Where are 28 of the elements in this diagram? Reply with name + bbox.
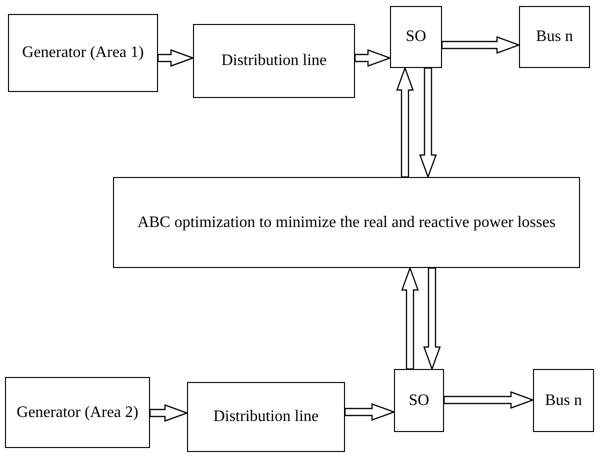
process-box xyxy=(193,24,355,98)
process-box xyxy=(394,369,444,432)
process-box xyxy=(519,6,590,68)
hollow-arrow xyxy=(396,66,414,178)
process-box xyxy=(8,14,158,92)
process-box xyxy=(390,6,442,68)
box-label: Generator (Area 2) xyxy=(16,402,138,422)
hollow-arrow xyxy=(423,267,441,371)
process-box xyxy=(5,377,150,448)
process-box xyxy=(113,177,580,268)
hollow-arrow xyxy=(443,391,535,409)
process-box xyxy=(187,382,345,452)
hollow-arrow xyxy=(157,49,195,67)
box-label: ABC optimization to minimize the real and reactive power losses xyxy=(137,212,556,232)
hollow-arrow xyxy=(441,36,521,54)
hollow-arrow xyxy=(149,404,189,422)
box-label: Generator (Area 1) xyxy=(22,43,144,63)
box-label: SO xyxy=(406,27,426,47)
box-label: Bus n xyxy=(545,390,582,410)
hollow-arrow xyxy=(401,266,419,370)
process-box xyxy=(533,369,594,432)
box-label: Bus n xyxy=(536,27,573,47)
box-label: Distribution line xyxy=(221,51,327,71)
hollow-arrow xyxy=(344,403,396,421)
box-label: Distribution line xyxy=(213,407,319,427)
box-label: SO xyxy=(408,390,430,410)
hollow-arrow xyxy=(354,49,392,67)
hollow-arrow xyxy=(419,67,437,179)
